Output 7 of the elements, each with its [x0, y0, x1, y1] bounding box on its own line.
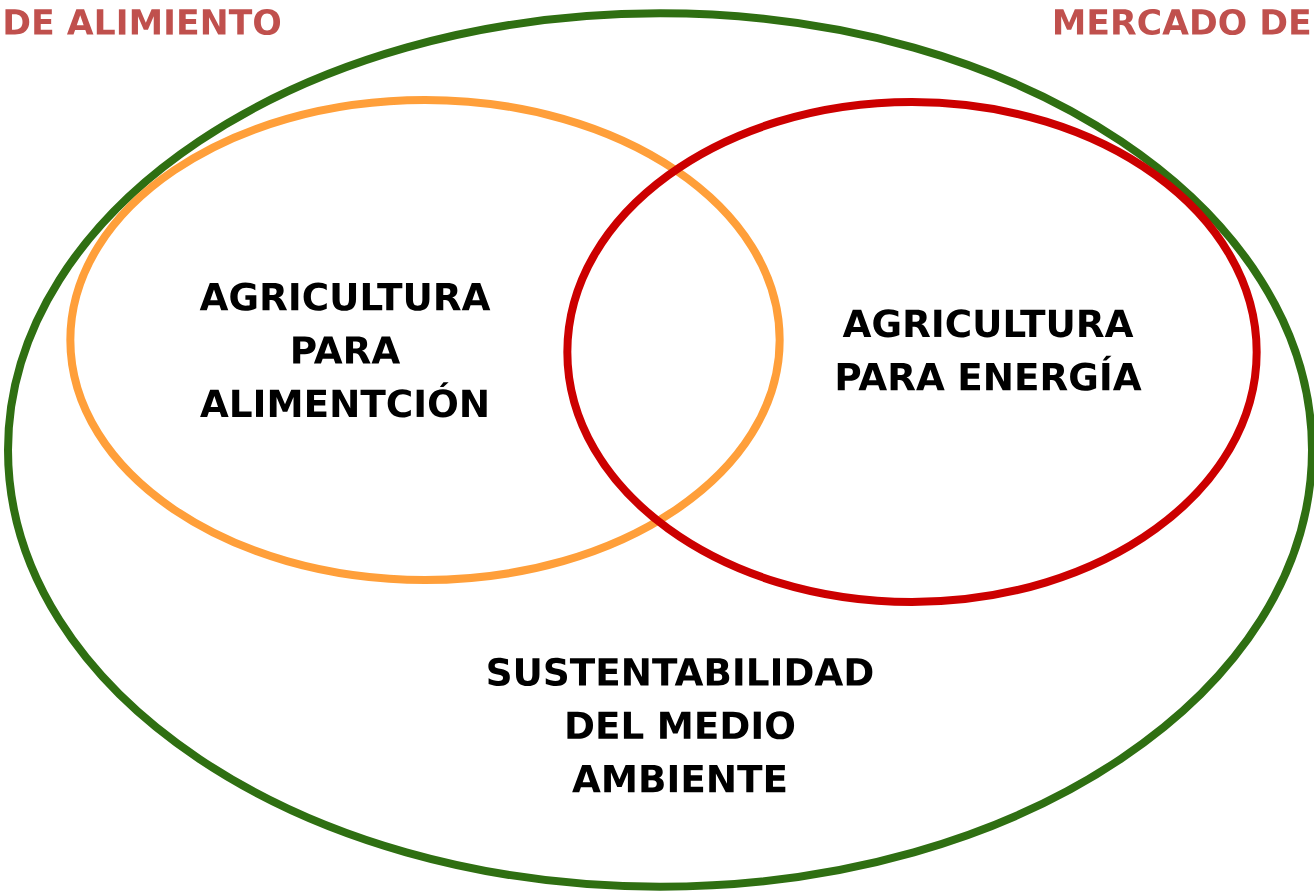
ellipse-label: AGRICULTURA PARA ENERGÍA — [837, 309, 1142, 391]
ellipse — [563, 98, 1261, 606]
ellipse — [66, 96, 784, 584]
heading-text: DE ALIMIENTO — [5, 8, 281, 36]
heading-text: MERCADO DE — [1055, 8, 1310, 36]
ellipse-label: AGRICULTURA PARA ALIMENTCIÓN — [199, 282, 491, 418]
ellipse-label: SUSTENTABILIDAD DEL MEDIO AMBIENTE — [488, 657, 873, 793]
